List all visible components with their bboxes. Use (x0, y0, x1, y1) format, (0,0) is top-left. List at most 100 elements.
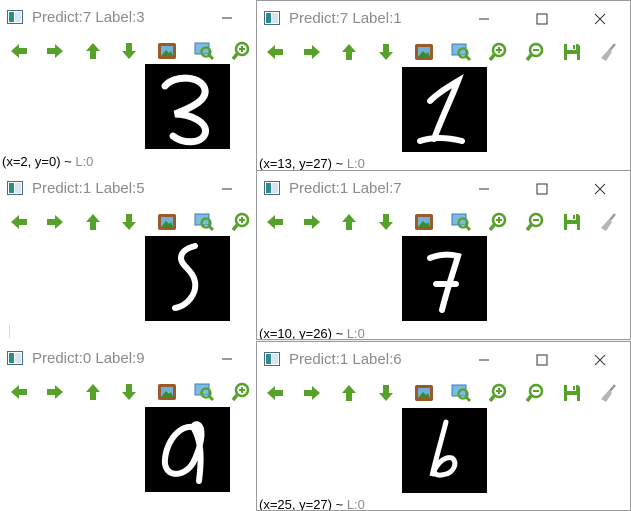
save-icon[interactable] (560, 381, 584, 405)
arrow-down-icon[interactable] (117, 380, 141, 404)
zoom-rect-icon[interactable] (449, 40, 473, 64)
zoom-in-icon[interactable] (229, 39, 253, 63)
plot-window-w4: Predict:1 Label:7 (x=10, y=26) ~ L:0 (256, 170, 631, 340)
digit-image[interactable] (402, 67, 487, 152)
status-value: L:0 (346, 156, 365, 171)
minimize-button[interactable] (471, 347, 497, 373)
image-icon[interactable] (412, 210, 436, 234)
app-icon (7, 181, 23, 195)
digit-9-stroke (161, 421, 205, 484)
zoom-in-icon[interactable] (229, 210, 253, 234)
arrow-right-icon[interactable] (300, 40, 324, 64)
app-icon (264, 352, 280, 366)
toolbar (0, 37, 256, 65)
close-button[interactable] (587, 6, 613, 32)
image-icon[interactable] (155, 39, 179, 63)
arrow-up-icon[interactable] (81, 39, 105, 63)
title-bar[interactable]: Predict:1 Label:6 (257, 342, 630, 378)
digit-image[interactable] (402, 408, 487, 493)
minimize-button[interactable] (214, 346, 240, 372)
arrow-left-icon[interactable] (7, 380, 31, 404)
toolbar (257, 38, 630, 66)
toolbar (257, 379, 630, 407)
arrow-right-icon[interactable] (43, 380, 67, 404)
minimize-button[interactable] (214, 176, 240, 202)
status-separator (9, 324, 10, 338)
window-title: Predict:1 Label:6 (289, 351, 402, 368)
arrow-right-icon[interactable] (43, 39, 67, 63)
broom-icon[interactable] (597, 381, 621, 405)
toolbar (0, 208, 256, 236)
arrow-right-icon[interactable] (43, 210, 67, 234)
zoom-in-icon[interactable] (486, 381, 510, 405)
title-bar[interactable]: Predict:7 Label:1 (257, 1, 630, 37)
toolbar (0, 378, 256, 406)
digit-image[interactable] (145, 64, 230, 149)
zoom-in-icon[interactable] (229, 380, 253, 404)
window-title: Predict:1 Label:5 (32, 180, 145, 197)
digit-3-stroke (161, 74, 209, 146)
arrow-up-icon[interactable] (81, 210, 105, 234)
app-icon (7, 10, 23, 24)
zoom-out-icon[interactable] (523, 40, 547, 64)
minimize-button[interactable] (471, 6, 497, 32)
minimize-button[interactable] (471, 176, 497, 202)
window-title: Predict:0 Label:9 (32, 350, 145, 367)
arrow-down-icon[interactable] (374, 210, 398, 234)
arrow-left-icon[interactable] (263, 210, 287, 234)
plot-window-w2: Predict:7 Label:1 (x=13, y=27) ~ L:0 (256, 0, 631, 171)
zoom-rect-icon[interactable] (192, 380, 216, 404)
maximize-button[interactable] (529, 6, 555, 32)
status-coordinates: (x=13, y=27) ~ (259, 156, 347, 171)
broom-icon[interactable] (597, 40, 621, 64)
title-bar[interactable]: Predict:7 Label:3 (0, 0, 256, 36)
title-bar[interactable]: Predict:1 Label:5 (0, 171, 256, 207)
arrow-left-icon[interactable] (7, 39, 31, 63)
arrow-left-icon[interactable] (7, 210, 31, 234)
maximize-button[interactable] (529, 347, 555, 373)
arrow-up-icon[interactable] (337, 40, 361, 64)
plot-window-w5: Predict:0 Label:9 (0, 341, 256, 511)
zoom-in-icon[interactable] (486, 40, 510, 64)
plot-window-w1: Predict:7 Label:3 (x=2, y=0) ~ L:0 (0, 0, 256, 171)
app-icon (264, 181, 280, 195)
arrow-left-icon[interactable] (263, 381, 287, 405)
maximize-button[interactable] (529, 176, 555, 202)
arrow-up-icon[interactable] (337, 210, 361, 234)
digit-1-stroke (417, 74, 465, 144)
window-title: Predict:7 Label:3 (32, 9, 145, 26)
image-icon[interactable] (412, 381, 436, 405)
plot-window-w3: Predict:1 Label:5 (0, 171, 256, 341)
zoom-out-icon[interactable] (523, 210, 547, 234)
zoom-out-icon[interactable] (523, 381, 547, 405)
image-icon[interactable] (155, 210, 179, 234)
zoom-rect-icon[interactable] (192, 210, 216, 234)
digit-image[interactable] (145, 236, 230, 321)
save-icon[interactable] (560, 210, 584, 234)
image-icon[interactable] (155, 380, 179, 404)
zoom-rect-icon[interactable] (192, 39, 216, 63)
title-bar[interactable]: Predict:1 Label:7 (257, 171, 630, 207)
image-icon[interactable] (412, 40, 436, 64)
arrow-right-icon[interactable] (300, 381, 324, 405)
arrow-up-icon[interactable] (337, 381, 361, 405)
digit-5-stroke (172, 243, 199, 311)
close-button[interactable] (587, 347, 613, 373)
arrow-up-icon[interactable] (81, 380, 105, 404)
title-bar[interactable]: Predict:0 Label:9 (0, 341, 256, 377)
arrow-down-icon[interactable] (374, 40, 398, 64)
broom-icon[interactable] (597, 210, 621, 234)
minimize-button[interactable] (214, 5, 240, 31)
zoom-rect-icon[interactable] (449, 381, 473, 405)
digit-image[interactable] (145, 407, 230, 492)
arrow-right-icon[interactable] (300, 210, 324, 234)
zoom-rect-icon[interactable] (449, 210, 473, 234)
zoom-in-icon[interactable] (486, 210, 510, 234)
save-icon[interactable] (560, 40, 584, 64)
arrow-left-icon[interactable] (263, 40, 287, 64)
arrow-down-icon[interactable] (374, 381, 398, 405)
digit-image[interactable] (402, 236, 487, 321)
arrow-down-icon[interactable] (117, 39, 141, 63)
arrow-down-icon[interactable] (117, 210, 141, 234)
close-button[interactable] (587, 176, 613, 202)
